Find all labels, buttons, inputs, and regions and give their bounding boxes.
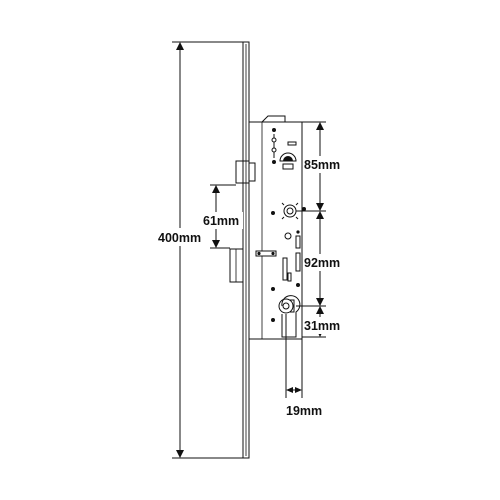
cylinder-to-bottom-label: 31mm <box>304 319 340 333</box>
mechanism-details <box>255 128 306 322</box>
cylinder-profile <box>281 295 301 338</box>
dimension-center-spacing: 61mm <box>203 184 243 249</box>
overall-length-label: 400mm <box>158 231 201 245</box>
backset-label: 19mm <box>286 404 322 418</box>
dimension-overall-length: 400mm <box>157 41 243 459</box>
dimension-chain-right: 85mm 92mm 31mm <box>285 121 347 338</box>
faceplate <box>242 41 250 459</box>
latch-bolt <box>235 160 256 184</box>
top-to-spindle-label: 85mm <box>304 158 340 172</box>
deadbolt <box>229 248 244 283</box>
dimension-backset: 19mm <box>285 314 322 418</box>
spindle-to-cylinder-label: 92mm <box>304 256 340 270</box>
center-spacing-label: 61mm <box>203 214 239 228</box>
lock-case <box>248 115 303 340</box>
